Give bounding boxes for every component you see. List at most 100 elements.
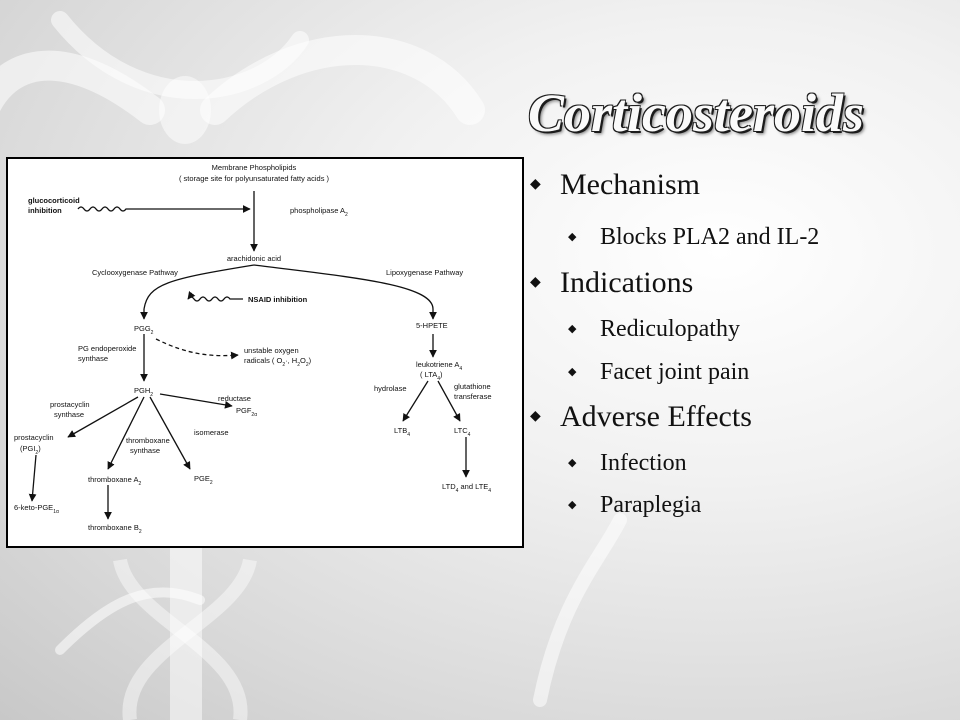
glucocorticoid-inhibition-label: inhibition — [28, 206, 62, 215]
arachidonic-acid-pathway-diagram: Membrane Phospholipids ( storage site fo… — [6, 157, 524, 548]
slide-title: Corticosteroids — [528, 83, 865, 143]
radicals-subscript-3: 2 — [306, 362, 309, 368]
pge-subscript: 2 — [210, 480, 213, 486]
arachidonic-acid-label: arachidonic acid — [227, 254, 281, 263]
pgg2-label: PGG2 — [134, 324, 154, 336]
outline-item-rediculopathy: ◆ Rediculopathy — [568, 316, 740, 343]
radicals-mid: ·, H — [285, 356, 297, 365]
lta-text: ( LTA — [420, 370, 437, 379]
membrane-phospholipids-label: Membrane Phospholipids — [212, 163, 297, 172]
diamond-bullet-icon: ◆ — [568, 231, 577, 243]
outline-item-indications: ◆ Indications — [528, 266, 693, 300]
outline-item-infection: ◆Infection — [568, 450, 687, 477]
pgg-subscript: 2 — [151, 330, 154, 336]
outline-item-text: Adverse Effects — [560, 400, 752, 433]
outline-item-text: Rediculopathy — [600, 316, 740, 342]
thromboxane-b2-label: thromboxane B2 — [88, 523, 142, 535]
pg-endoperoxide-synthase-label: synthase — [78, 354, 108, 363]
pgf-text: PGF — [236, 406, 252, 415]
leukotriene-a4-label: leukotriene A4 — [416, 360, 462, 372]
ltd-text: LTD — [442, 482, 456, 491]
diamond-bullet-icon: ◆ — [530, 177, 541, 192]
phospholipase-subscript: 2 — [345, 212, 348, 218]
pgi-text: (PGI — [20, 444, 35, 453]
lipoxygenase-pathway-label: Lipoxygenase Pathway — [386, 268, 463, 277]
prostacyclin-label: prostacyclin — [14, 433, 54, 442]
diamond-bullet-icon: ◆ — [530, 275, 541, 290]
ltc4-label: LTC4 — [454, 426, 471, 438]
keto-subscript: 1α — [53, 509, 59, 515]
outline-item-adverse-effects: ◆ Adverse Effects — [528, 400, 752, 434]
thromboxane-a2-label: thromboxane A2 — [88, 475, 141, 487]
pge-text: PGE — [194, 474, 210, 483]
pg-endoperoxide-label: PG endoperoxide — [78, 344, 136, 353]
thromboxane-synthase-label-1: thromboxane — [126, 436, 170, 445]
outline-item-facet-joint-pain: ◆ Facet joint pain — [568, 359, 749, 386]
pgh-text: PGH — [134, 386, 150, 395]
cyclooxygenase-pathway-label: Cyclooxygenase Pathway — [92, 268, 178, 277]
pgh-subscript: 2 — [150, 392, 153, 398]
lta-end: ) — [440, 370, 443, 379]
glutathione-label: glutathione — [454, 382, 491, 391]
thromboxane-a-text: thromboxane A — [88, 475, 138, 484]
diamond-bullet-icon: ◆ — [530, 409, 541, 424]
pge2-label: PGE2 — [194, 474, 213, 486]
prostacyclin-synthase-label-1: prostacyclin — [50, 400, 90, 409]
isomerase-label: isomerase — [194, 428, 229, 437]
prostacyclin-synthase-label-2: synthase — [54, 410, 84, 419]
outline-item-paraplegia: ◆ Paraplegia — [568, 492, 701, 519]
radicals-o: O — [300, 356, 306, 365]
reductase-label: reductase — [218, 394, 251, 403]
hydrolase-label: hydrolase — [374, 384, 407, 393]
ltb-subscript: 4 — [407, 432, 410, 438]
ltb4-label: LTB4 — [394, 426, 410, 438]
pgh2-label: PGH2 — [134, 386, 153, 398]
diamond-bullet-icon: ◆ — [568, 323, 577, 335]
phospholipase-text: phospholipase A — [290, 206, 345, 215]
ltc-text: LTC — [454, 426, 468, 435]
diamond-bullet-icon: ◆ — [568, 366, 577, 378]
diamond-bullet-icon: ◆ — [568, 499, 577, 511]
outline-item-text: Facet joint pain — [600, 359, 750, 385]
radicals-end: ) — [309, 356, 312, 365]
outline-item-text: Paraplegia — [600, 492, 702, 518]
pgg-text: PGG — [134, 324, 151, 333]
ltc-subscript: 4 — [468, 432, 471, 438]
ltb-text: LTB — [394, 426, 407, 435]
lta4-label: ( LTA4) — [420, 370, 443, 382]
keto-text: 6-keto-PGE — [14, 503, 53, 512]
ltd4-lte4-label: LTD4 and LTE4 — [442, 482, 491, 494]
radicals-subscript-1: 2 — [282, 362, 285, 368]
outline-item-text: Indications — [560, 266, 694, 299]
pgf2a-label: PGF2α — [236, 406, 257, 418]
pgi2-label: (PGI2) — [20, 444, 41, 456]
membrane-phospholipids-note: ( storage site for polyunsaturated fatty… — [179, 174, 330, 183]
radicals-text: radicals ( O — [244, 356, 283, 365]
diamond-bullet-icon: ◆ — [568, 457, 577, 469]
pgf-subscript: 2α — [251, 412, 257, 418]
lte-text: and LTE — [458, 482, 488, 491]
thromboxane-b-subscript: 2 — [139, 529, 142, 535]
5-hpete-label: 5-HPETE — [416, 321, 448, 330]
glucocorticoid-label: glucocorticoid — [28, 196, 80, 205]
outline-item-text: Mechanism — [560, 168, 700, 201]
ltd-subscript: 4 — [456, 488, 459, 494]
lte-subscript: 4 — [488, 488, 491, 494]
6-keto-pge1a-label: 6-keto-PGE1α — [14, 503, 59, 515]
pathway-arrows — [28, 191, 470, 520]
phospholipase-a2-label: phospholipase A2 — [290, 206, 348, 218]
outline-item-blocks-pla2: ◆Blocks PLA2 and IL-2 — [568, 224, 819, 251]
radicals-subscript-2: 2 — [297, 362, 300, 368]
thromboxane-b-text: thromboxane B — [88, 523, 139, 532]
thromboxane-synthase-label-2: synthase — [130, 446, 160, 455]
transferase-label: transferase — [454, 392, 492, 401]
pgi-end: ) — [38, 444, 41, 453]
leukotriene-subscript: 4 — [459, 366, 462, 372]
thromboxane-a-subscript: 2 — [138, 481, 141, 487]
nsaid-inhibition-label: NSAID inhibition — [248, 295, 308, 304]
unstable-oxygen-label: unstable oxygen — [244, 346, 299, 355]
lta-subscript: 4 — [437, 376, 440, 382]
outline-item-mechanism: ◆ Mechanism — [528, 168, 700, 202]
pgi-subscript: 2 — [35, 450, 38, 456]
